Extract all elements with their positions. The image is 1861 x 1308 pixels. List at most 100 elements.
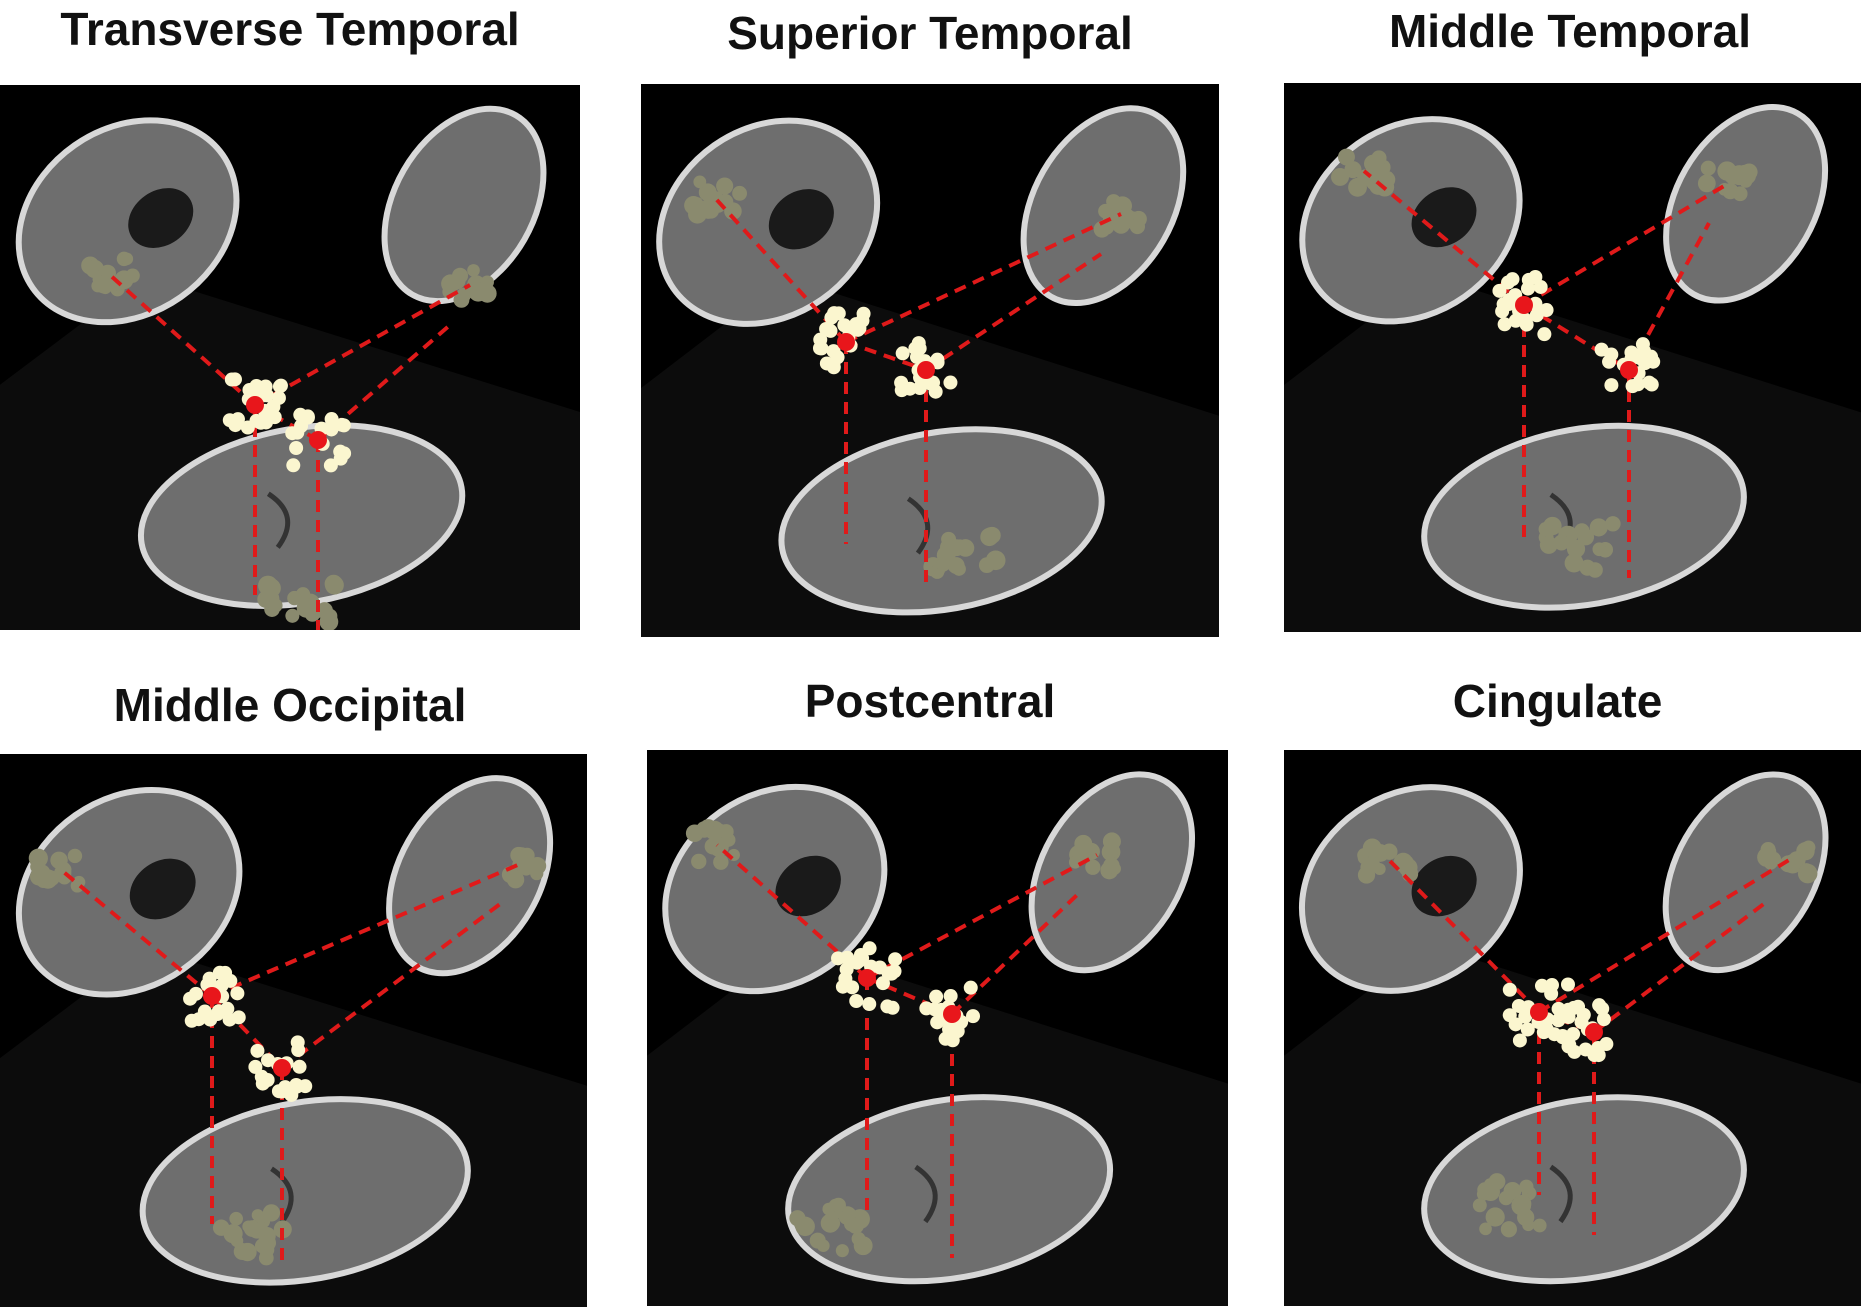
electrode-dot [885, 1000, 900, 1015]
region-patch [1103, 843, 1119, 859]
region-patch [441, 274, 460, 294]
coronal-slice-icon [381, 105, 547, 305]
region-patch [1522, 1218, 1535, 1232]
projection-line [866, 976, 953, 1016]
region-patch [1697, 174, 1716, 193]
region-patch [1498, 1190, 1514, 1206]
electrode-dot [1602, 354, 1617, 369]
centroid-marker [1530, 1003, 1548, 1021]
region-patch [1724, 168, 1741, 185]
region-patch [1722, 183, 1739, 200]
region-patch [1479, 1222, 1492, 1236]
centroid-marker [943, 1005, 961, 1023]
electrode-dot [827, 306, 842, 321]
electrode-dot [242, 382, 257, 397]
electrode-dot [289, 440, 304, 455]
electrode-dot [249, 413, 264, 428]
region-patch [1532, 1218, 1547, 1233]
electrode-dot [224, 372, 239, 387]
electrode-dot [1519, 317, 1534, 332]
region-patch [324, 574, 343, 593]
region-patch [1760, 844, 1777, 860]
region-patch [94, 275, 113, 294]
region-patch [501, 866, 519, 884]
coronal-slice-icon [1662, 771, 1829, 974]
centroid-marker [1515, 296, 1533, 314]
region-patch [983, 526, 1001, 544]
region-patch [1085, 859, 1101, 875]
centroid-marker [1620, 361, 1638, 379]
region-patch [1519, 1179, 1534, 1194]
electrode-dot [334, 417, 349, 432]
region-patch [794, 1216, 809, 1231]
electrode-dot [1533, 279, 1548, 294]
region-patch [30, 860, 44, 874]
region-patch [1381, 843, 1398, 860]
brain-panel-middle-occipital [0, 754, 587, 1307]
electrode-dot [1497, 317, 1512, 332]
region-patch [1539, 536, 1558, 554]
brain-panel-postcentral [647, 750, 1228, 1306]
electrode-dot [1560, 977, 1575, 992]
panel-title-superior-temporal: Superior Temporal [727, 7, 1133, 59]
region-patch [296, 598, 317, 618]
projection-line [1537, 858, 1791, 1014]
region-patch [467, 264, 480, 277]
brain-panel-superior-temporal [641, 84, 1219, 637]
electrode-dot [292, 1059, 307, 1074]
region-patch [691, 853, 707, 870]
electrode-dot [260, 1072, 275, 1087]
electrode-dot [222, 1012, 237, 1027]
electrode-dot [1502, 982, 1517, 997]
region-patch [230, 1234, 244, 1248]
electrode-dot [258, 379, 273, 394]
sagittal-slice-icon [15, 117, 240, 326]
electrode-dot [837, 318, 852, 333]
region-patch [831, 1197, 846, 1213]
region-patch [1500, 1221, 1517, 1238]
region-patch [1371, 150, 1387, 166]
projection-line [1362, 169, 1526, 307]
region-patch [1108, 862, 1121, 875]
region-patch [229, 1211, 243, 1226]
region-patch [1543, 516, 1562, 536]
region-patch [985, 550, 1006, 571]
centroid-marker [837, 333, 855, 351]
electrode-dot [1502, 1008, 1517, 1023]
panel-title-middle-temporal: Middle Temporal [1388, 5, 1752, 57]
electrode-dot [831, 951, 846, 966]
brain-render-svg [0, 105, 580, 630]
axial-slice-icon [139, 1096, 471, 1286]
electrode-dot [1635, 337, 1650, 352]
region-patch [693, 175, 707, 189]
electrode-dot [930, 1015, 945, 1030]
brain-panel-cingulate [1284, 750, 1861, 1306]
sagittal-slice-icon [15, 786, 243, 998]
electrode-dot [1596, 1012, 1611, 1027]
electrode-dot [222, 413, 237, 428]
region-patch [285, 608, 300, 623]
panel-title-middle-occipital: Middle Occipital [113, 679, 467, 731]
region-patch [684, 196, 703, 215]
region-patch [262, 1204, 281, 1222]
brain-render-svg [1284, 104, 1861, 632]
region-patch [322, 608, 338, 624]
projection-line [1387, 858, 1541, 1014]
region-patch [1472, 1198, 1487, 1213]
electrode-dot [839, 962, 854, 977]
region-patch [1738, 167, 1756, 185]
electrode-dot [230, 986, 245, 1001]
region-patch [1511, 1195, 1532, 1216]
electrode-dot [813, 332, 828, 347]
electrode-dot [1646, 354, 1661, 369]
region-patch [1093, 221, 1111, 238]
projection-line [714, 197, 848, 344]
region-patch [453, 291, 470, 308]
coronal-slice-icon [386, 775, 554, 977]
region-patch [1700, 160, 1716, 176]
region-patch [1763, 856, 1778, 870]
electrode-dot [875, 976, 890, 991]
region-patch [1337, 148, 1355, 166]
electrode-dot [884, 966, 899, 981]
electrode-dot [1591, 1040, 1606, 1055]
